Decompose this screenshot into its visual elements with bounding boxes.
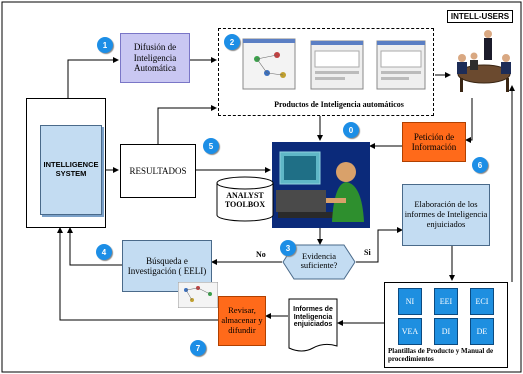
intell-users-label: INTELL-USERS: [447, 10, 513, 23]
step-badge-1: 1: [97, 37, 113, 53]
arrow-evidencia-to-elaboracion: [356, 227, 403, 263]
peticion-box: Petición de Información: [402, 122, 466, 162]
revisar-box: Revisar, almacenar y difundir: [218, 296, 266, 346]
arrow-users-to-peticion: [465, 98, 473, 143]
evidencia-label: Evidencia suficiente?: [300, 251, 338, 271]
template-eci: ECI: [470, 288, 494, 315]
step-badge-6: 6: [472, 157, 488, 173]
productos-panel: Productos de Inteligencia automáticos: [218, 28, 434, 116]
productos-label: Productos de Inteligencia automáticos: [274, 100, 404, 109]
meeting-people-icon: [457, 30, 511, 92]
network-graph-thumbnail: [178, 282, 218, 308]
step-badge-7: 7: [190, 340, 206, 356]
difusion-box: Difusión de Inteligencia Automática: [120, 33, 190, 83]
analyst-workstation-icon: [272, 142, 370, 228]
template-eei: EEI: [434, 288, 458, 315]
step-badge-5: 5: [203, 138, 219, 154]
evidencia-decision: [282, 244, 356, 280]
plantillas-label: Plantillas de Producto y Manual de proce…: [388, 347, 494, 363]
step-badge-3: 3: [280, 240, 296, 256]
step-badge-2: 2: [224, 34, 240, 50]
step-badge-0: 0: [343, 122, 359, 138]
arrow-resultados-to-productos: [157, 105, 217, 144]
step-badge-4: 4: [96, 244, 112, 260]
si-label: Si: [364, 248, 371, 257]
analyst-toolbox-cylinder: [216, 176, 274, 222]
no-label: No: [256, 250, 266, 259]
template-vea: VEA: [398, 318, 422, 345]
template-de: DE: [470, 318, 494, 345]
template-di: DI: [434, 318, 458, 345]
elaboracion-box: Elaboración de los informes de Inteligen…: [402, 184, 490, 246]
template-ni: NI: [398, 288, 422, 315]
intelligence-system-box: INTELLIGENCE SYSTEM: [40, 125, 102, 215]
arrow-busqueda-to-system: [67, 227, 122, 266]
resultados-box: RESULTADOS: [120, 144, 196, 198]
arrow-revisar-to-system: [57, 227, 218, 321]
informes-label: Informes de Inteligencia enjuiciados: [293, 306, 333, 329]
informes-document: [288, 298, 338, 352]
analyst-toolbox-label: ANALYST TOOLBOX: [224, 191, 266, 209]
product-screenshots: [242, 38, 426, 90]
